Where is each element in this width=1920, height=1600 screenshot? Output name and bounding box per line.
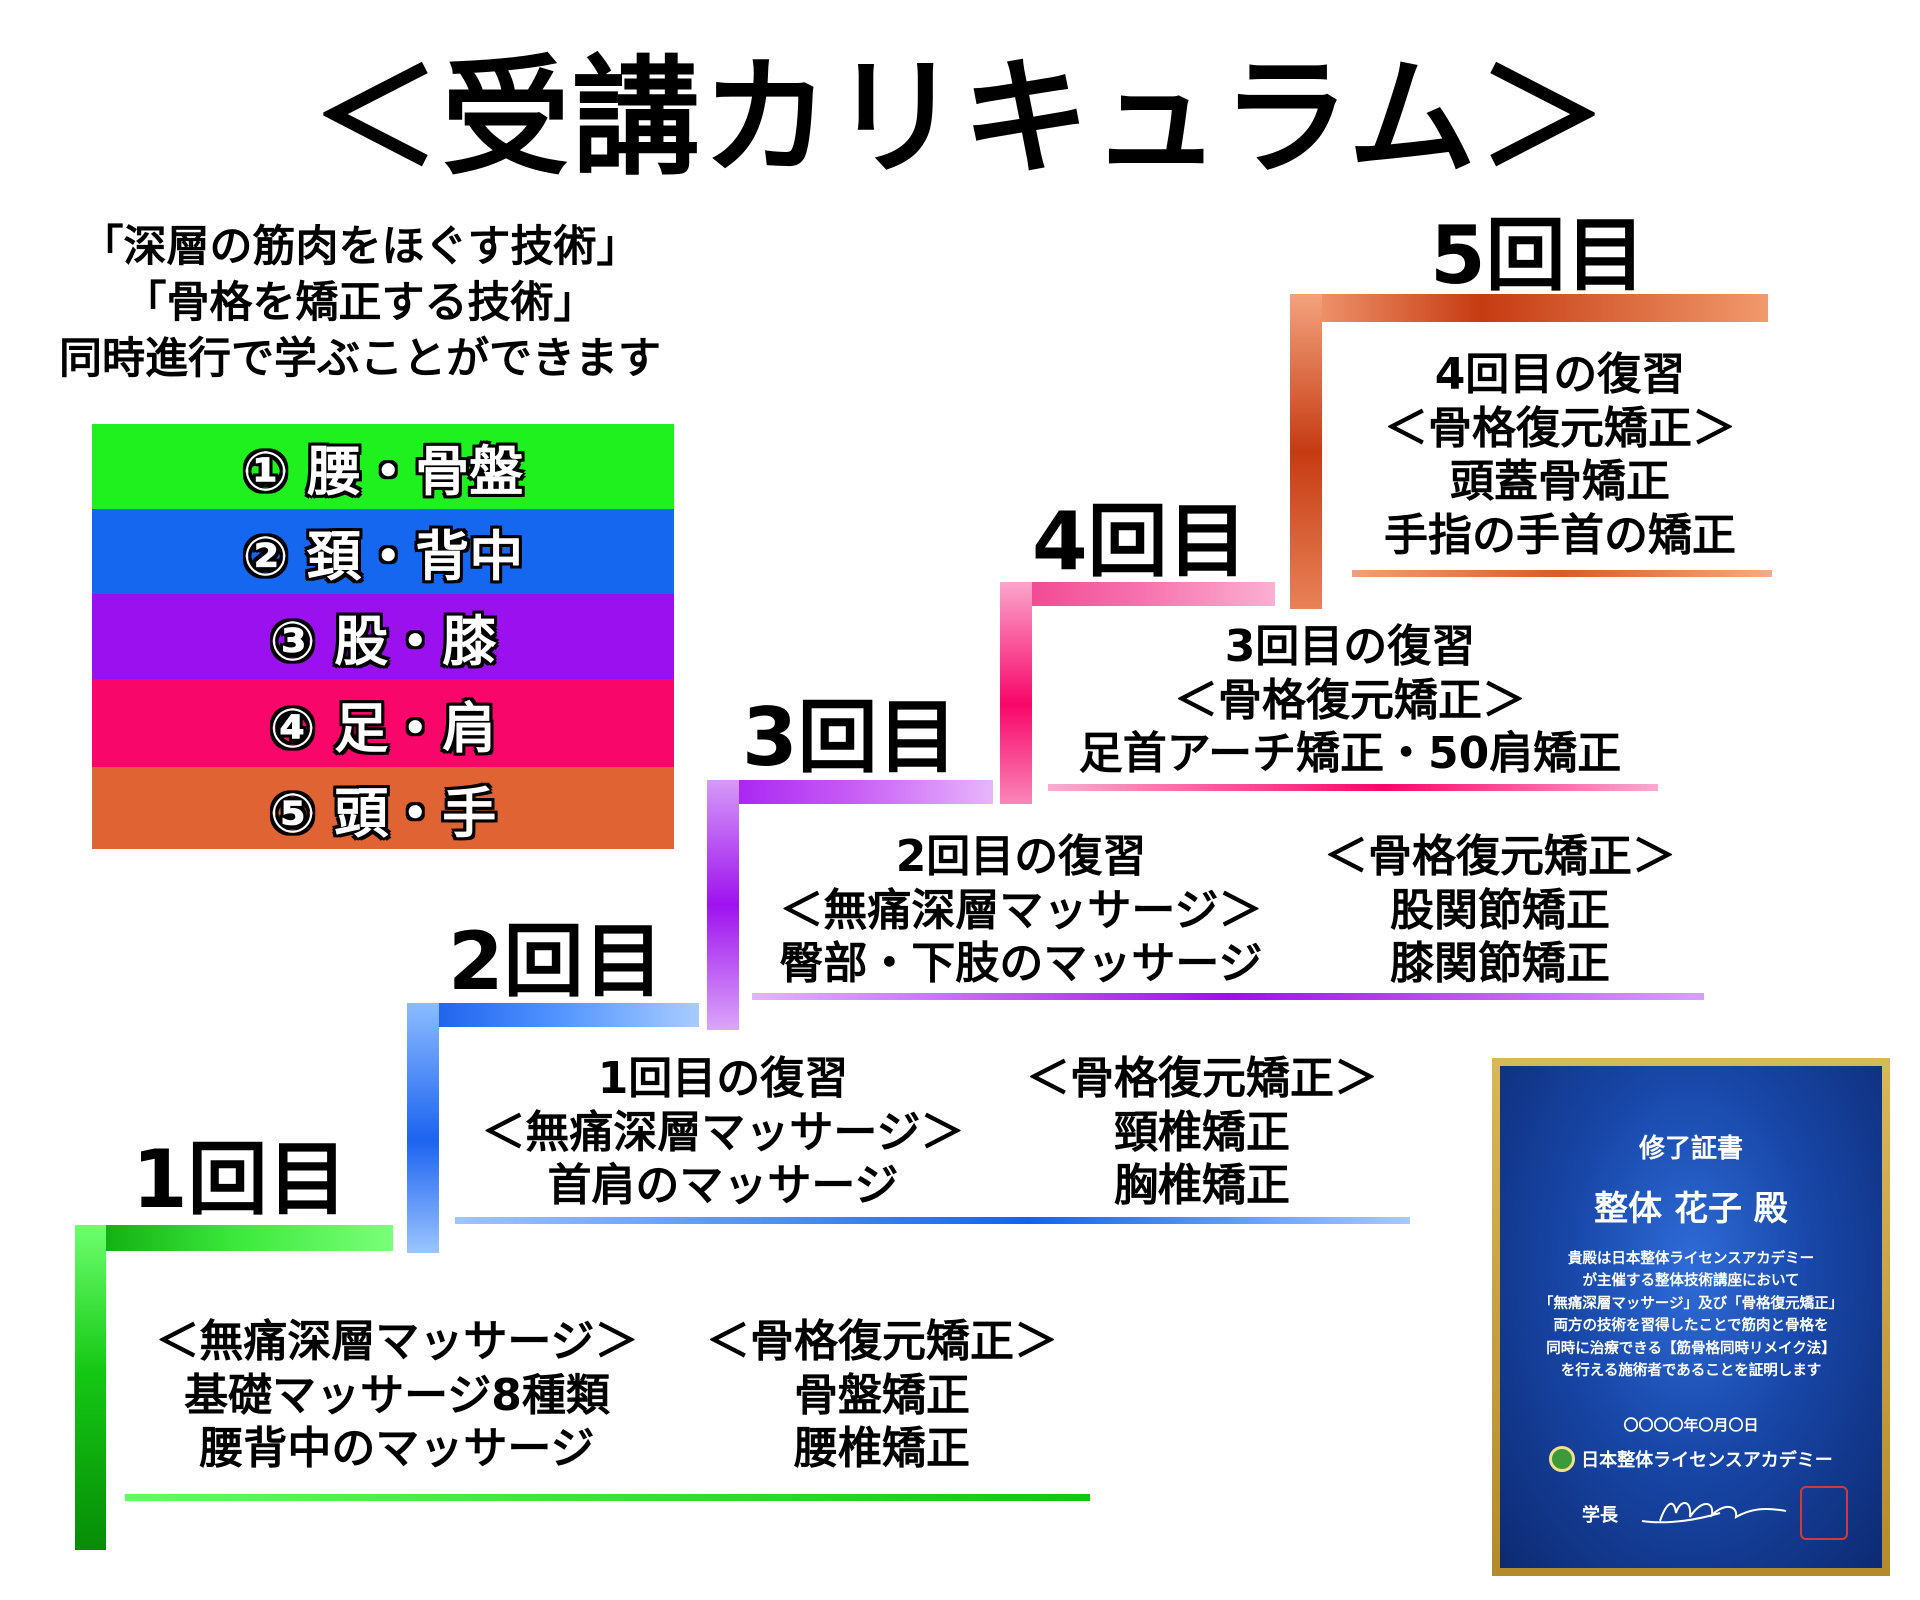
step-1-vertical-bar — [75, 1225, 106, 1550]
text-line: 股関節矯正 — [1390, 884, 1610, 936]
certificate-body: 貴殿は日本整体ライセンスアカデミー が主催する整体技術講座において 「無痛深層マ… — [1510, 1248, 1872, 1383]
step-3-underline — [752, 993, 1704, 1000]
text-line: 臀部・下肢のマッサージ — [779, 938, 1263, 990]
academy-logo-icon — [1549, 1446, 1576, 1472]
text-line: ＜骨格復元矯正＞ — [1026, 1053, 1378, 1104]
text-line: 膝関節矯正 — [1390, 938, 1610, 990]
step-1-underline — [125, 1494, 1090, 1501]
text-line: 腰椎矯正 — [794, 1423, 970, 1475]
certificate-recipient: 整体 花子 殿 — [1594, 1189, 1788, 1229]
text-line: 手指の手首の矯正 — [1384, 510, 1736, 562]
step-4-top-bar — [1000, 582, 1275, 606]
intro-text: 「深層の筋肉をほぐす技術」 「骨格を矯正する技術」 同時進行で学ぶことができます — [30, 220, 690, 388]
text-line: ＜骨格復元矯正＞ — [1324, 831, 1676, 882]
text-line: 胸椎矯正 — [1114, 1160, 1290, 1212]
text-line: 頸椎矯正 — [1114, 1106, 1290, 1158]
step-4-vertical-bar — [1000, 582, 1032, 804]
certificate-date: 〇〇〇〇年〇月〇日 — [1623, 1416, 1759, 1434]
legend-item-head-hand: ⑤ 頭・手 — [92, 767, 674, 849]
text-line: 2回目の復習 — [895, 831, 1147, 882]
step-5-label: 5回目 — [1430, 209, 1646, 302]
step-3-top-bar — [707, 780, 993, 804]
step-1-label: 1回目 — [132, 1133, 348, 1226]
step-3-massage-text: 2回目の復習 ＜無痛深層マッサージ＞ 臀部・下肢のマッサージ — [742, 830, 1300, 991]
text-line: ＜骨格復元矯正＞ — [1174, 674, 1526, 726]
step-4-underline — [1048, 784, 1658, 791]
organization-name: 日本整体ライセンスアカデミー — [1581, 1450, 1833, 1471]
text-line: ＜無痛深層マッサージ＞ — [481, 1106, 965, 1158]
legend-item-foot-shoulder: ④ 足・肩 — [92, 679, 674, 767]
step-2-label: 2回目 — [448, 915, 664, 1008]
step-3-vertical-bar — [707, 780, 739, 1030]
step-2-underline — [455, 1217, 1410, 1224]
text-line: 基礎マッサージ8種類 — [184, 1369, 610, 1421]
certificate-line: 同時に治療できる【筋骨格同時リメイク法】 — [1546, 1339, 1836, 1357]
text-line: 1回目の復習 — [597, 1053, 849, 1104]
certificate-role: 学長 — [1582, 1505, 1618, 1526]
text-line: 頭蓋骨矯正 — [1450, 456, 1670, 508]
text-line: 足首アーチ矯正・50肩矯正 — [1078, 728, 1622, 780]
completion-certificate: 修了証書 整体 花子 殿 貴殿は日本整体ライセンスアカデミー が主催する整体技術… — [1492, 1058, 1890, 1576]
text-line: ＜無痛深層マッサージ＞ — [779, 884, 1263, 936]
step-3-correction-text: ＜骨格復元矯正＞ 股関節矯正 膝関節矯正 — [1290, 830, 1710, 991]
text-line: ＜骨格復元矯正＞ — [706, 1316, 1058, 1367]
step-2-massage-text: 1回目の復習 ＜無痛深層マッサージ＞ 首肩のマッサージ — [444, 1052, 1002, 1213]
step-1-massage-text: ＜無痛深層マッサージ＞ 基礎マッサージ8種類 腰背中のマッサージ — [118, 1315, 676, 1476]
text-line: 骨盤矯正 — [794, 1369, 970, 1421]
intro-line: 「骨格を矯正する技術」 — [123, 277, 597, 328]
step-2-vertical-bar — [407, 1003, 439, 1253]
step-1-top-bar — [75, 1225, 393, 1251]
step-4-label: 4回目 — [1032, 495, 1248, 588]
step-4-text: 3回目の復習 ＜骨格復元矯正＞ 足首アーチ矯正・50肩矯正 — [1040, 620, 1660, 781]
legend-item-hip-knee: ③ 股・膝 — [92, 594, 674, 679]
text-line: 腰背中のマッサージ — [199, 1423, 595, 1475]
legend-item-lower-back: ① 腰・骨盤 — [92, 424, 674, 509]
step-5-text: 4回目の復習 ＜骨格復元矯正＞ 頭蓋骨矯正 手指の手首の矯正 — [1340, 348, 1780, 563]
intro-line: 「深層の筋肉をほぐす技術」 — [80, 222, 640, 272]
certificate-line: を行える施術者であることを証明します — [1560, 1362, 1822, 1380]
academy-seal-stamp — [1800, 1486, 1848, 1540]
certificate-line: が主催する整体技術講座において — [1582, 1272, 1800, 1290]
certificate-line: 両方の技術を習得したことで筋肉と骨格を — [1553, 1317, 1829, 1335]
text-line: ＜骨格復元矯正＞ — [1384, 402, 1736, 454]
page-title: ＜受講カリキュラム＞ — [311, 44, 1609, 193]
certificate-line: 「無痛深層マッサージ」及び「骨格復元矯正」 — [1538, 1294, 1844, 1312]
step-5-vertical-bar — [1290, 294, 1322, 609]
legend-item-neck: ② 頚・背中 — [92, 509, 674, 594]
text-line: 3回目の復習 — [1224, 621, 1476, 672]
text-line: 首肩のマッサージ — [547, 1160, 899, 1212]
text-line: ＜無痛深層マッサージ＞ — [155, 1316, 639, 1367]
intro-line: 同時進行で学ぶことができます — [59, 333, 661, 384]
certificate-line: 貴殿は日本整体ライセンスアカデミー — [1567, 1250, 1815, 1267]
text-line: 4回目の復習 — [1434, 349, 1686, 400]
signature-icon — [1641, 1502, 1787, 1524]
step-5-underline — [1352, 570, 1772, 577]
step-2-top-bar — [407, 1003, 699, 1027]
body-area-legend: ① 腰・骨盤 ② 頚・背中 ③ 股・膝 ④ 足・肩 ⑤ 頭・手 — [92, 424, 674, 849]
step-3-label: 3回目 — [742, 691, 958, 784]
certificate-panel: 修了証書 整体 花子 殿 貴殿は日本整体ライセンスアカデミー が主催する整体技術… — [1500, 1066, 1882, 1568]
certificate-organization: 日本整体ライセンスアカデミー — [1500, 1446, 1882, 1472]
step-5-top-bar — [1290, 294, 1768, 322]
certificate-title: 修了証書 — [1638, 1134, 1743, 1164]
step-2-correction-text: ＜骨格復元矯正＞ 頸椎矯正 胸椎矯正 — [992, 1052, 1412, 1213]
step-1-correction-text: ＜骨格復元矯正＞ 骨盤矯正 腰椎矯正 — [672, 1315, 1092, 1476]
